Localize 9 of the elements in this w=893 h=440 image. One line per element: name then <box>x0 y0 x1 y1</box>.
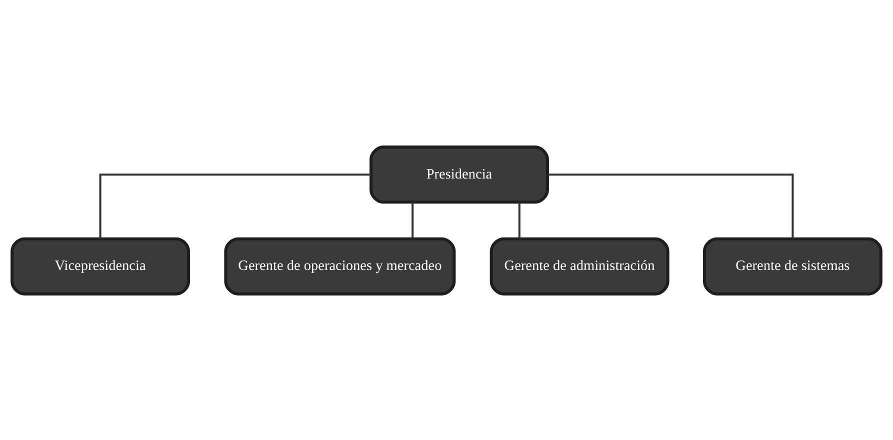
node-box: Gerente de sistemas <box>702 236 882 295</box>
node-box: Vicepresidencia <box>10 236 190 295</box>
connector <box>99 173 371 238</box>
connector <box>518 202 520 238</box>
connector <box>548 173 794 238</box>
node-box: Gerente de administración <box>490 236 670 295</box>
connector <box>412 202 414 238</box>
node-box: Presidencia <box>370 145 549 204</box>
node-box: Gerente de operaciones y mercadeo <box>224 236 456 295</box>
